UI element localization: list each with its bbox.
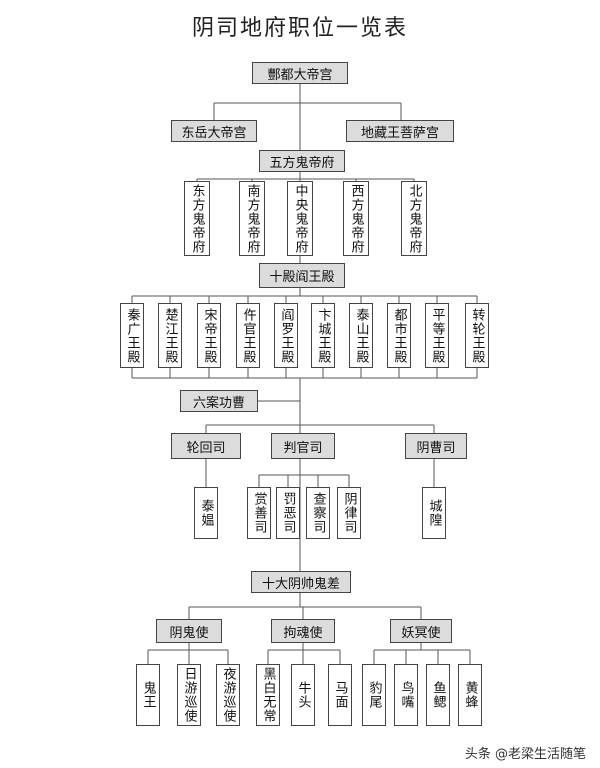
shangshan-node: 赏善司 <box>247 487 271 539</box>
niutou-node: 牛头 <box>291 664 315 726</box>
heibai-node: 黑白无常 <box>256 664 280 726</box>
niaozui-node: 鸟嘴 <box>394 664 418 726</box>
shidian-node: 十殿阎王殿 <box>259 263 345 288</box>
center-emperor-node: 中央鬼帝府 <box>287 181 313 256</box>
qinguang-node: 秦广王殿 <box>120 303 144 368</box>
gouhun-node: 拘魂使 <box>271 619 335 643</box>
huangfeng-node: 黄蜂 <box>458 664 482 726</box>
yeyou-node: 夜游巡使 <box>216 664 240 726</box>
chujiang-node: 楚江王殿 <box>158 303 182 368</box>
mamian-node: 马面 <box>328 664 352 726</box>
fae-node: 罚恶司 <box>276 487 300 539</box>
liuan-node: 六案功曹 <box>180 390 258 412</box>
watermark-text: 头条 @老梁生活随笔 <box>464 747 586 762</box>
dongyue-node: 东岳大帝宫 <box>171 120 257 142</box>
songdi-node: 宋帝王殿 <box>197 303 221 368</box>
yinlv-node: 阴律司 <box>337 487 361 539</box>
east-emperor-node: 东方鬼帝府 <box>184 181 210 256</box>
pingdeng-node: 平等王殿 <box>425 303 449 368</box>
fengdu-node: 酆都大帝宫 <box>252 62 348 84</box>
lunhui-node: 轮回司 <box>171 433 241 459</box>
dushi-node: 都市王殿 <box>387 303 411 368</box>
chenghuang-node: 城隍 <box>422 487 446 539</box>
yingui-node: 阴鬼使 <box>156 619 222 643</box>
dizang-node: 地藏王菩萨宫 <box>346 120 454 142</box>
shida-node: 十大阴帅鬼差 <box>251 571 351 593</box>
taishan-node: 泰山王殿 <box>349 303 373 368</box>
biancheng-node: 卞城王殿 <box>311 303 335 368</box>
yanluo-node: 阎罗王殿 <box>274 303 298 368</box>
baowei-node: 豹尾 <box>362 664 386 726</box>
west-emperor-node: 西方鬼帝府 <box>343 181 369 256</box>
yincao-node: 阴曹司 <box>405 433 467 459</box>
panguan-node: 判官司 <box>271 433 335 459</box>
yusai-node: 鱼鳃 <box>426 664 450 726</box>
zhuanlun-node: 转轮王殿 <box>465 303 489 368</box>
page-title: 阴司地府职位一览表 <box>191 16 408 41</box>
north-emperor-node: 北方鬼帝府 <box>401 181 427 256</box>
chacha-node: 查察司 <box>306 487 330 539</box>
riyou-node: 日游巡使 <box>177 664 201 726</box>
guiwang-node: 鬼王 <box>136 664 160 726</box>
south-emperor-node: 南方鬼帝府 <box>239 181 265 256</box>
taimei-node: 泰媪 <box>194 487 218 539</box>
yaoming-node: 妖冥使 <box>390 619 452 643</box>
wufang-node: 五方鬼帝府 <box>259 150 345 172</box>
wuguan-node: 仵官王殿 <box>236 303 260 368</box>
